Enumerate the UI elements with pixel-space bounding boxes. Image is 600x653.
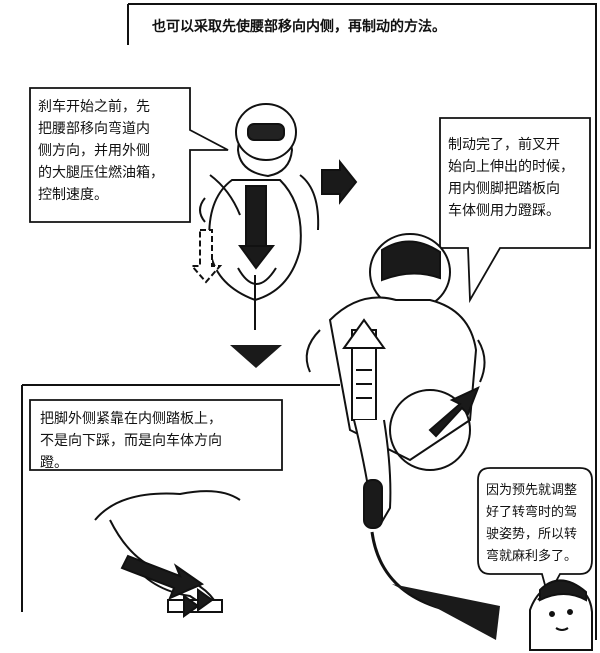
bubble-top-right-outline — [439, 117, 591, 304]
rider-pushing-peg-illustration — [305, 233, 486, 529]
observer-character — [529, 579, 593, 651]
page-title: 也可以采取先使腰部移向内侧，再制动的方法。 — [152, 19, 446, 35]
foot-on-peg-closeup — [94, 490, 241, 618]
bubble-bottom-right-outline — [477, 467, 593, 599]
bubble-bottom-right-text: 因为预先就调整 好了转弯时的驾 驶姿势，所以转 弯就麻利多了。 — [486, 483, 578, 564]
rider-braking-illustration — [189, 103, 358, 368]
bubble-top-left-outline — [29, 87, 229, 223]
bubble-bottom-left-outline — [29, 399, 283, 471]
bubble-bottom-left-text: 把脚外侧紧靠在内侧踏板上， 不是向下踩，而是向车体方向 蹬。 — [40, 411, 222, 471]
speech-bubbles — [29, 87, 593, 599]
bubble-top-left-text: 刹车开始之前，先 把腰部移向弯道内 侧方向，并用外侧 的大腿压住燃油箱， 控制速… — [38, 99, 164, 203]
trajectory-arrowhead — [392, 584, 500, 640]
panel-borders — [21, 3, 597, 640]
bubble-top-right-text: 制动完了，前叉开 始向上伸出的时候， 用内侧脚把踏板向 车体侧用力蹬踩。 — [448, 137, 574, 219]
